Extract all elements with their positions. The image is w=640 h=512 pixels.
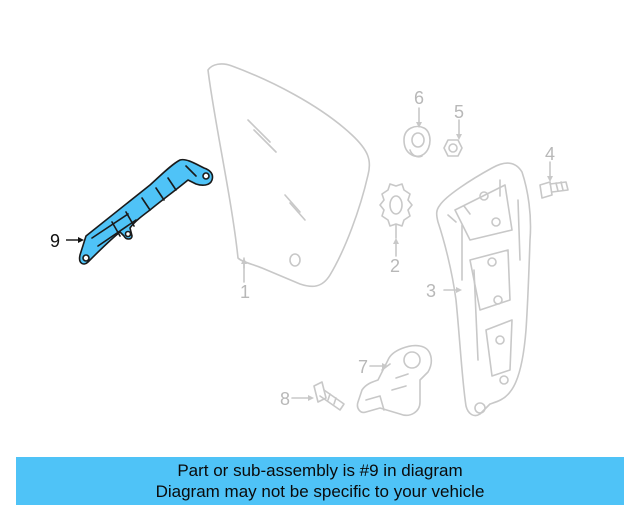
part-2-gear[interactable] — [379, 183, 413, 239]
info-banner: Part or sub-assembly is #9 in diagram Di… — [16, 457, 624, 505]
part-4-bolt[interactable] — [539, 181, 569, 199]
callout-2: 2 — [390, 256, 400, 276]
part-5-nut[interactable] — [443, 139, 463, 157]
part-6-bushing[interactable] — [403, 125, 431, 158]
parts-diagram: 1 2 3 4 5 6 7 8 9 — [50, 63, 569, 417]
callout-6: 6 — [414, 88, 424, 108]
part-7-regulator-motor[interactable] — [356, 344, 433, 417]
callout-4: 4 — [545, 144, 555, 164]
part-3-window-regulator[interactable] — [435, 162, 532, 417]
part-9-guide-rail[interactable] — [78, 158, 214, 265]
banner-line-2: Diagram may not be specific to your vehi… — [155, 482, 485, 501]
callout-1: 1 — [240, 282, 250, 302]
banner-line-1: Part or sub-assembly is #9 in diagram — [177, 461, 463, 480]
callout-7: 7 — [358, 357, 368, 377]
part-8-bolt[interactable] — [313, 381, 345, 411]
callout-8: 8 — [280, 389, 290, 409]
part-1-door-glass[interactable] — [207, 63, 371, 288]
callout-5: 5 — [454, 102, 464, 122]
callout-3: 3 — [426, 281, 436, 301]
callout-9: 9 — [50, 231, 60, 251]
